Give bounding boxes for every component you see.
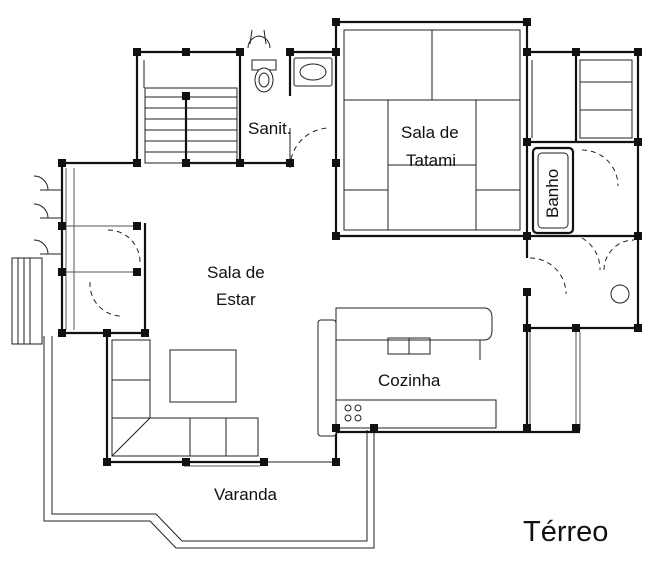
structural-post bbox=[182, 458, 190, 466]
structural-post bbox=[523, 324, 531, 332]
structural-post bbox=[332, 159, 340, 167]
structural-post bbox=[58, 329, 66, 337]
service-area-lines bbox=[532, 60, 632, 138]
structural-post bbox=[634, 138, 642, 146]
structural-post bbox=[286, 48, 294, 56]
structural-post bbox=[58, 159, 66, 167]
structural-post bbox=[523, 138, 531, 146]
structural-post bbox=[523, 288, 531, 296]
structural-post bbox=[133, 48, 141, 56]
structural-post bbox=[634, 48, 642, 56]
structural-post bbox=[103, 458, 111, 466]
structural-post bbox=[332, 458, 340, 466]
structural-post bbox=[182, 92, 190, 100]
structural-post bbox=[523, 232, 531, 240]
structural-post bbox=[58, 222, 66, 230]
entrance-steps bbox=[12, 258, 42, 344]
structural-post bbox=[634, 324, 642, 332]
structural-post bbox=[572, 324, 580, 332]
structural-post bbox=[133, 222, 141, 230]
staircase bbox=[144, 60, 237, 163]
structural-post bbox=[332, 18, 340, 26]
structural-post bbox=[572, 424, 580, 432]
structural-post bbox=[133, 159, 141, 167]
living-room-sofa bbox=[112, 340, 258, 456]
structural-post bbox=[523, 48, 531, 56]
structural-post bbox=[572, 48, 580, 56]
structural-post bbox=[286, 159, 294, 167]
structural-post bbox=[236, 159, 244, 167]
structural-post bbox=[332, 232, 340, 240]
structural-post bbox=[182, 159, 190, 167]
tatami-label-line1: Sala de bbox=[401, 123, 459, 142]
structural-post bbox=[133, 268, 141, 276]
varanda-label: Varanda bbox=[214, 485, 278, 504]
estar-label-line2: Estar bbox=[216, 290, 256, 309]
cozinha-label: Cozinha bbox=[378, 371, 441, 390]
structural-post bbox=[58, 268, 66, 276]
structural-post bbox=[103, 329, 111, 337]
structural-post bbox=[182, 48, 190, 56]
structural-post bbox=[236, 48, 244, 56]
structural-post bbox=[141, 329, 149, 337]
sanitario-label: Sanit. bbox=[248, 119, 291, 138]
structural-post bbox=[523, 424, 531, 432]
sanitario-fixtures bbox=[252, 58, 332, 92]
structural-post bbox=[332, 424, 340, 432]
banho-label: Banho bbox=[543, 169, 562, 218]
structural-post bbox=[370, 424, 378, 432]
structural-post bbox=[332, 48, 340, 56]
structural-post bbox=[260, 458, 268, 466]
sheet-title: Térreo bbox=[523, 516, 608, 548]
tatami-label-line2: Tatami bbox=[406, 151, 456, 170]
structural-post bbox=[523, 18, 531, 26]
structural-post bbox=[634, 232, 642, 240]
estar-label-line1: Sala de bbox=[207, 263, 265, 282]
